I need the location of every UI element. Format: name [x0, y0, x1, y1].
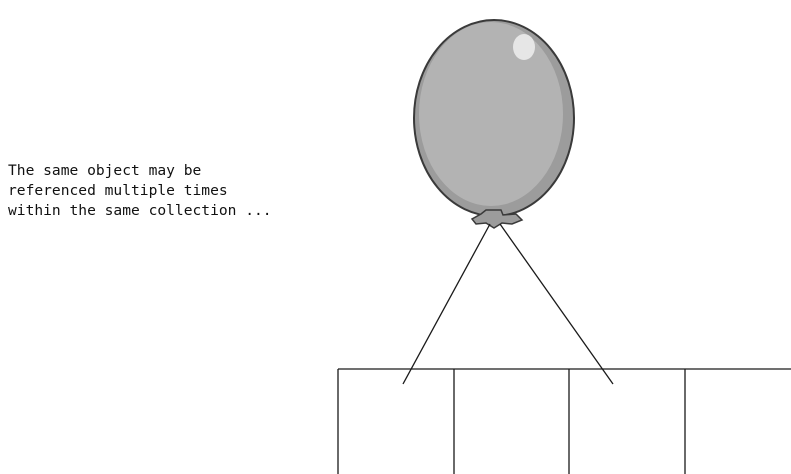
collection-grid	[338, 369, 791, 474]
balloon-icon	[414, 20, 574, 228]
reference-line-left	[403, 224, 490, 384]
balloon-highlight	[513, 34, 535, 60]
balloon-inner	[419, 22, 563, 206]
reference-line-right	[500, 224, 613, 384]
reference-lines	[403, 224, 613, 384]
